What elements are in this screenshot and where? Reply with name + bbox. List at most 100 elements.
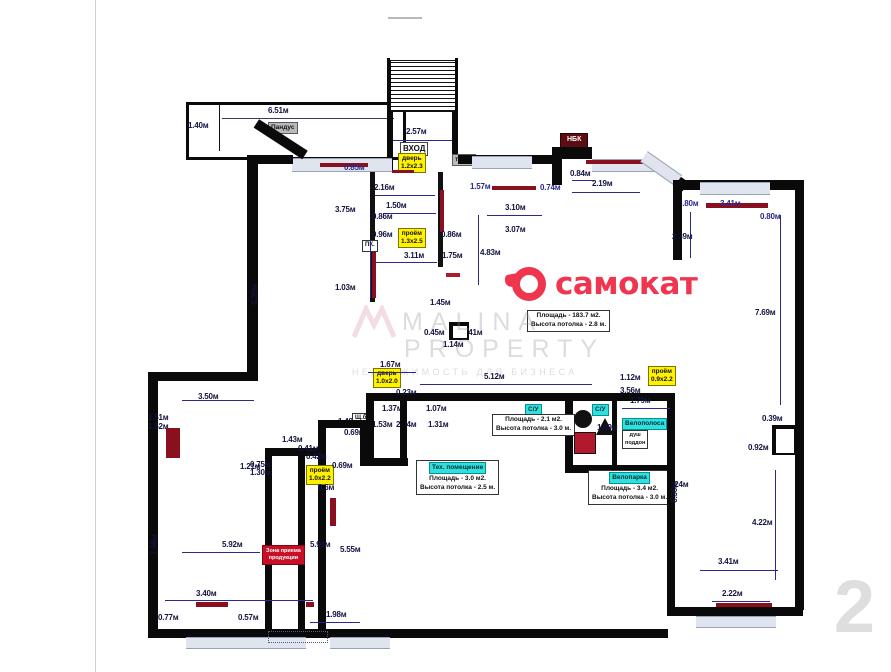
- room-bikelane-name: Велополоса: [622, 418, 668, 431]
- vestibule-wall-left: [387, 112, 393, 172]
- dim-line-3-40: [165, 600, 313, 601]
- opening-type: проём: [401, 230, 422, 237]
- dim-2-19: 2.19м: [592, 179, 613, 188]
- dim-1-43: 1.43м: [282, 435, 303, 444]
- dim-5-55: 5.55м: [340, 545, 361, 554]
- room-tech-info: Тех. помещение Площадь - 3.0 м2. Высота …: [416, 460, 500, 495]
- dim-3-10: 3.10м: [505, 203, 526, 212]
- dim-1-79: 1.79м: [630, 396, 651, 405]
- outer-wall-left-lower: [148, 372, 158, 637]
- marker-red-small: [446, 273, 460, 277]
- dim-line-1-50: [383, 213, 436, 214]
- room-bikepark-line1: Площадь - 3.4 м2.: [601, 485, 658, 493]
- label-red-zone: Зона приема продукции: [262, 545, 305, 566]
- dim-1-49: 1.49м: [597, 423, 618, 432]
- dim-line-5-12: [420, 384, 592, 385]
- dim-line-3-41b: [700, 570, 778, 571]
- samokat-wordmark: самокат: [555, 266, 698, 302]
- dim-1-51: 1.51м: [148, 413, 169, 422]
- dim-0-77: 0.77м: [158, 613, 179, 622]
- dim-0-6: 1.21м: [240, 462, 261, 471]
- facade-red-right-2: [586, 160, 646, 164]
- dim-2-16: 2.16м: [374, 183, 395, 192]
- room-bikepark-info: Велопарка Площадь - 3.4 м2. Высота потол…: [588, 470, 672, 505]
- dim-line-2-22: [712, 601, 770, 602]
- dim-1-67: 1.67м: [380, 360, 401, 369]
- dim-0-80r: 0.80м: [760, 212, 781, 221]
- opening-type: проём: [651, 368, 672, 375]
- dim-1-07: 1.07м: [426, 404, 447, 413]
- dim-line-2-39: [690, 212, 691, 258]
- red-zone-line1: Зона приема: [266, 548, 301, 554]
- dim-7-69: 7.69м: [755, 308, 776, 317]
- samokat-logo: самокат: [505, 266, 698, 302]
- bottom-glass-mid: [330, 637, 390, 649]
- facade-red-right-1: [492, 186, 536, 190]
- top-dash-marker: [388, 17, 422, 19]
- wc-fixture-triangle: [596, 418, 614, 435]
- dim-0-86b: 0.86м: [441, 230, 462, 239]
- dim-0-69a: 0.69м: [344, 428, 365, 437]
- tech-room-wall-right: [400, 400, 407, 465]
- dim-1-37: 1.37м: [382, 404, 403, 413]
- bottom-dotted-region: [268, 631, 328, 643]
- dim-2-22: 2.22м: [722, 589, 743, 598]
- room-wc-2-name: С/У: [592, 404, 609, 417]
- dim-1-03: 1.03м: [335, 283, 356, 292]
- dim-1-45: 1.45м: [430, 298, 451, 307]
- dim-5-96: 5.96м: [310, 540, 331, 549]
- dim-line-1-98: [310, 622, 360, 623]
- dim-1-31: 1.31м: [428, 420, 449, 429]
- left-red-block: [166, 428, 180, 458]
- dim-line-2-16: [375, 195, 435, 196]
- dim-0-69b: 0.69м: [332, 461, 353, 470]
- wc-wall-top: [565, 393, 675, 401]
- dim-2-57: 2.57м: [406, 127, 427, 136]
- dim-1-24: 1.98м: [149, 534, 159, 555]
- dim-1-40: 1.40м: [188, 121, 209, 130]
- dim-line-3-10: [487, 215, 542, 216]
- inner-wall-right-wing: [673, 180, 682, 260]
- stair-wall-left: [387, 58, 390, 114]
- dim-0-85: 0.85м: [344, 163, 365, 172]
- dim-3-50: 3.50м: [198, 392, 219, 401]
- wall-corridor-left: [326, 420, 368, 428]
- outer-wall-left-upper: [247, 155, 258, 380]
- malina-logo-icon: [352, 305, 396, 338]
- wc-wall-bottom: [565, 465, 675, 473]
- room-wc-1-line2: Высота потолка - 3.0 м.: [496, 424, 572, 432]
- entrance-threshold: [392, 170, 414, 173]
- dim-0-96: 0.96м: [372, 230, 393, 239]
- wall-center-vert-1: [318, 420, 326, 638]
- dim-0-86a: 0.86м: [372, 212, 393, 221]
- tech-room-wall-bottom: [366, 458, 408, 466]
- opening-type: проём: [309, 467, 330, 474]
- dim-1-57: 1.57м: [470, 182, 491, 191]
- opening-size: 0.9х2.2: [651, 376, 673, 384]
- dim-3-11: 3.11м: [404, 251, 425, 260]
- dim-1-98: 1.98м: [326, 610, 347, 619]
- samokat-mark-icon: [505, 267, 546, 301]
- dim-0-92: 0.92м: [748, 443, 769, 452]
- dim-1-52: 1.52м: [148, 422, 169, 431]
- facade-glass-far-right: [700, 182, 770, 195]
- dim-4-22: 4.22м: [752, 518, 773, 527]
- wc-wall-right: [667, 393, 675, 473]
- dim-0-80t: 0.80м: [678, 199, 699, 208]
- dim-2-39: 2.39м: [672, 232, 693, 241]
- wc-divider: [612, 401, 617, 465]
- wall-mid-top: [552, 159, 562, 185]
- dim-line-1-79: [622, 408, 670, 409]
- partition-upper-1: [370, 172, 375, 302]
- main-area-info: Площадь - 183.7 м2. Высота потолка - 2.8…: [527, 310, 611, 332]
- dim-3-41t: 3.41м: [720, 199, 741, 208]
- dim-line-3-11: [375, 262, 437, 263]
- dim-0-75: 0.75м: [250, 460, 271, 469]
- dim-0-84: 0.84м: [570, 169, 591, 178]
- dim-line-5-92: [182, 552, 260, 553]
- dim-line-1-03: [370, 240, 371, 298]
- dim-1-21: 0.6м: [318, 483, 335, 492]
- dim-0-41a: 0.41м: [298, 444, 319, 453]
- room-wc-1-line1: Площадь - 2.1 м2.: [505, 416, 562, 423]
